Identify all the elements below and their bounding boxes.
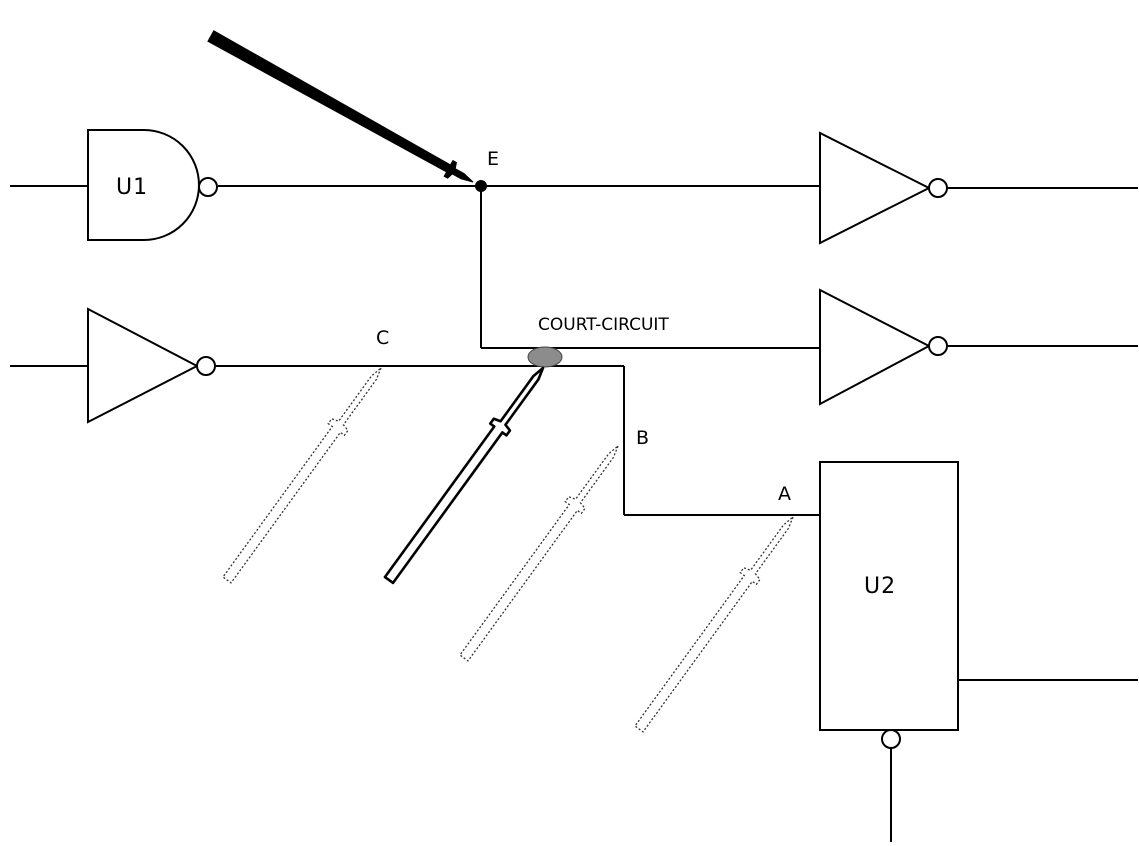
inverter-lower-body <box>87 307 200 424</box>
probe-e-body <box>207 30 474 183</box>
probe-icon <box>383 366 545 585</box>
node-b-label: B <box>636 427 649 449</box>
inverter-middle-bubble <box>928 336 948 356</box>
inverter-lower <box>87 307 216 424</box>
inverter-top-body <box>819 131 932 245</box>
probe-ghost-c <box>222 367 382 584</box>
inverter-top <box>819 131 948 245</box>
probe-icon <box>459 445 619 662</box>
probe-ghost-a <box>634 516 794 733</box>
probe-icon <box>222 367 382 584</box>
probe-ghost-b <box>459 445 619 662</box>
block-u2: U2 <box>819 461 959 749</box>
inverter-middle <box>819 288 948 406</box>
probe-short-body <box>383 366 545 585</box>
u2-body <box>819 461 959 731</box>
short-circuit-label: COURT-CIRCUIT <box>538 315 669 335</box>
u2-bottom-bubble <box>881 729 901 749</box>
u1-label: U1 <box>116 175 148 200</box>
inverter-middle-body <box>819 288 932 406</box>
probe-icon <box>207 30 474 183</box>
node-c-label: C <box>376 327 389 349</box>
u2-label: U2 <box>864 574 896 599</box>
node-e-junction <box>475 180 487 192</box>
node-a-label: A <box>778 483 791 505</box>
probe-icon <box>634 516 794 733</box>
inverter-top-bubble <box>928 178 948 198</box>
gate-u1: U1 <box>87 129 218 241</box>
node-e-label: E <box>487 148 499 170</box>
u1-output-bubble <box>198 177 218 197</box>
inverter-lower-bubble <box>196 356 216 376</box>
short-circuit-marker <box>527 346 563 368</box>
